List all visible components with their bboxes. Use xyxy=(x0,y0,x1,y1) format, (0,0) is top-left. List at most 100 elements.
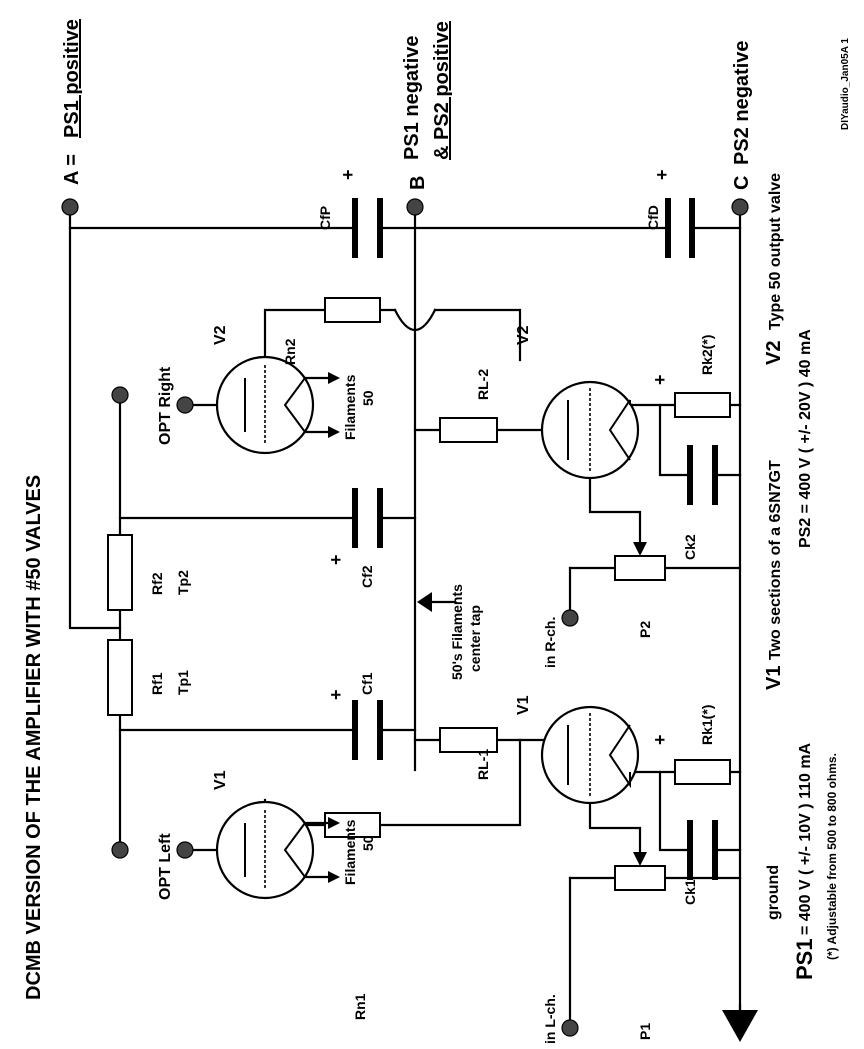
tube-v1-in-cathode xyxy=(608,724,631,789)
legend-v1-sym: V1 xyxy=(763,666,785,690)
pot-p2 xyxy=(614,555,666,581)
label-rn2: Rn2 xyxy=(282,338,298,365)
label-rf2: Rf2 xyxy=(149,572,165,595)
label-v1-out: V1 xyxy=(212,770,229,790)
terminal-b-desc-1: PS1 negative xyxy=(401,35,423,160)
resistor-rl1 xyxy=(439,727,498,753)
tube-v1-out-filament xyxy=(283,822,306,878)
label-opt-right: OPT Right xyxy=(157,366,174,445)
resistor-rl2 xyxy=(439,417,498,443)
wire-rn2-to-v2k xyxy=(433,308,522,362)
label-tp1: Tp1 xyxy=(175,670,191,695)
wire-ps1-positive xyxy=(68,203,122,630)
terminal-in-r[interactable] xyxy=(561,609,579,627)
capacitors xyxy=(352,198,718,880)
legend-v2-sym: V2 xyxy=(763,341,785,365)
wire-rn2-hop xyxy=(393,308,437,331)
wire-v1-cap xyxy=(658,770,692,852)
arrow-v2-fil-a xyxy=(328,372,340,384)
label-ck2: Ck2 xyxy=(682,534,698,560)
ground-arrow xyxy=(722,1010,758,1042)
legend-ps2-desc: PS2 = 400 V ( +/- 20V ) 40 mA xyxy=(797,329,814,548)
resistor-rk1 xyxy=(674,759,731,785)
label-opt-left: OPT Left xyxy=(157,833,174,900)
terminal-a-desc: PS1 positive xyxy=(61,19,83,138)
label-fil-left-1: Filaments xyxy=(342,819,358,885)
label-ck1: Ck1 xyxy=(682,879,698,905)
terminal-in-l[interactable] xyxy=(561,1019,579,1037)
label-fil-left-2: 50 xyxy=(360,835,376,851)
label-v1-in: V1 xyxy=(515,695,532,715)
plus-rk1: + xyxy=(650,734,670,745)
label-center-tap-2: center tap xyxy=(467,605,483,672)
terminal-a[interactable] xyxy=(61,198,79,216)
label-cfd: CfD xyxy=(645,205,661,230)
tube-v2-input xyxy=(540,380,640,480)
plus-cf1: + xyxy=(326,689,346,700)
side-code: DIYaudio_Jan05A 1 xyxy=(840,38,851,130)
label-p1: P1 xyxy=(637,1023,653,1040)
plus-cf2: + xyxy=(326,554,346,565)
label-rf1: Rf1 xyxy=(149,672,165,695)
legend-ps1-sym: PS1 xyxy=(792,938,817,980)
label-ground: ground xyxy=(765,865,782,920)
terminal-b[interactable] xyxy=(406,198,424,216)
terminal-opt-right[interactable] xyxy=(111,386,129,404)
label-cfp: CfP xyxy=(317,206,333,230)
arrow-v1-fil-a xyxy=(328,817,340,829)
label-in-l: in L-ch. xyxy=(542,994,558,1044)
label-rl2: RL-2 xyxy=(475,369,491,400)
wire-rn1-to-v1k xyxy=(378,738,522,827)
page-title: DCMB VERSION OF THE AMPLIFIER WITH #50 V… xyxy=(23,475,45,1000)
wire-v2-plate xyxy=(263,308,327,377)
legend-note: (*) Adjustable from 500 to 800 ohms. xyxy=(825,753,839,960)
label-v2-in: V2 xyxy=(515,325,532,345)
label-in-r: in R-ch. xyxy=(542,617,558,668)
plus-cfd: + xyxy=(652,169,672,180)
tube-v1-input xyxy=(540,705,640,805)
terminal-c[interactable] xyxy=(731,198,749,216)
terminal-b-desc-2: & PS2 positive xyxy=(431,21,453,160)
legend-ps1-desc: = 400 V ( +/- 10V ) 110 mA xyxy=(797,742,814,935)
label-v2-out: V2 xyxy=(212,325,229,345)
terminal-c-desc: PS2 negative xyxy=(731,40,753,165)
resistor-rn1 xyxy=(324,812,381,838)
label-rl1: RL-1 xyxy=(475,749,491,780)
wire-v2-grid xyxy=(588,473,642,554)
arrow-v2-fil-b xyxy=(328,426,340,438)
tube-v2-output xyxy=(215,355,340,455)
label-center-tap-1: 50's Filaments xyxy=(449,584,465,680)
arrow-p2-wiper xyxy=(633,542,647,556)
tube-v1-output xyxy=(215,800,340,900)
resistor-rk2 xyxy=(674,392,731,418)
wiring xyxy=(68,203,742,1032)
arrows xyxy=(417,542,758,1042)
label-cf2: Cf2 xyxy=(359,565,375,588)
label-fil-right-1: Filaments xyxy=(342,374,358,440)
terminal-opt-left[interactable] xyxy=(111,841,129,859)
terminal-v1-out-grid[interactable] xyxy=(176,841,194,859)
arrow-v1-fil-b xyxy=(328,871,340,883)
terminal-b-label: B xyxy=(407,176,429,190)
resistor-rf2 xyxy=(107,534,133,611)
labels: DCMB VERSION OF THE AMPLIFIER WITH #50 V… xyxy=(23,19,851,1044)
arrow-p1-wiper xyxy=(633,852,647,866)
label-rk1: Rk1(*) xyxy=(699,705,715,745)
resistors xyxy=(107,297,731,891)
terminal-v2-out-grid[interactable] xyxy=(176,396,194,414)
label-cf1: Cf1 xyxy=(359,672,375,695)
terminal-c-label: C xyxy=(731,176,753,190)
tube-v2-out-filament xyxy=(283,377,306,433)
legend-v2-desc: Type 50 output valve xyxy=(767,173,784,330)
wire-v1-grid xyxy=(588,798,642,857)
label-rn1: Rn1 xyxy=(352,993,368,1020)
label-fil-right-2: 50 xyxy=(360,390,376,406)
resistor-rf1 xyxy=(107,639,133,716)
pot-p1 xyxy=(614,865,666,891)
wire-v2-cap xyxy=(658,403,692,477)
center-tap-arrow xyxy=(417,592,432,612)
plus-rk2: + xyxy=(650,374,670,385)
plus-cfp: + xyxy=(338,169,358,180)
